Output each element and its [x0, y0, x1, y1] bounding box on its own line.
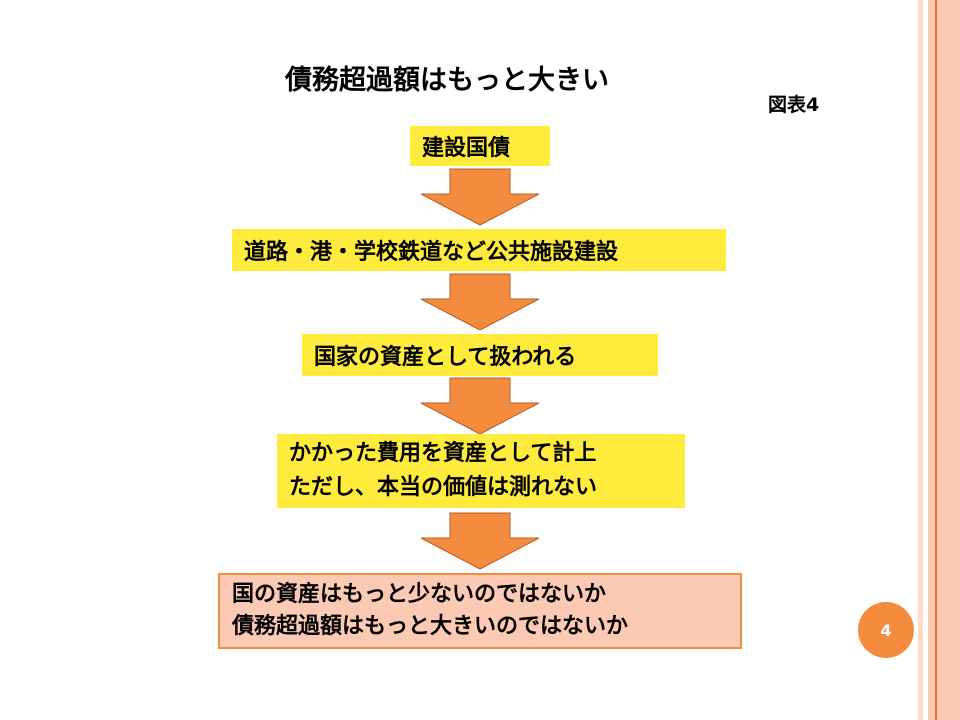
figure-label: 図表4 — [768, 94, 820, 116]
step-3-box: 国家の資産として扱われる — [302, 334, 658, 376]
down-arrow-icon — [420, 273, 540, 331]
decor-stripe — [935, 0, 937, 720]
step-1-box: 建設国債 — [410, 126, 550, 166]
conclusion-line-2: 債務超過額はもっと大きいのではないか — [232, 614, 629, 639]
conclusion-line-1: 国の資産はもっと少ないのではないか — [232, 582, 607, 607]
decor-stripe — [918, 0, 923, 720]
decor-stripe — [928, 0, 935, 720]
conclusion-box: 国の資産はもっと少ないのではないか 債務超過額はもっと大きいのではないか — [218, 573, 742, 649]
down-arrow-icon — [420, 377, 540, 435]
step-4-line-1: かかった費用を資産として計上 — [289, 441, 597, 466]
step-4-line-2: ただし、本当の価値は測れない — [289, 475, 598, 500]
step-4-box: かかった費用を資産として計上 ただし、本当の価値は測れない — [277, 434, 685, 508]
step-2-box: 道路・港・学校鉄道など公共施設建設 — [232, 229, 726, 271]
down-arrow-icon — [420, 512, 540, 570]
page-number: 4 — [880, 620, 892, 640]
decor-stripe — [937, 0, 960, 720]
page-number-badge: 4 — [858, 602, 914, 658]
down-arrow-icon — [420, 168, 540, 226]
slide-title: 債務超過額はもっと大きい — [285, 65, 609, 96]
